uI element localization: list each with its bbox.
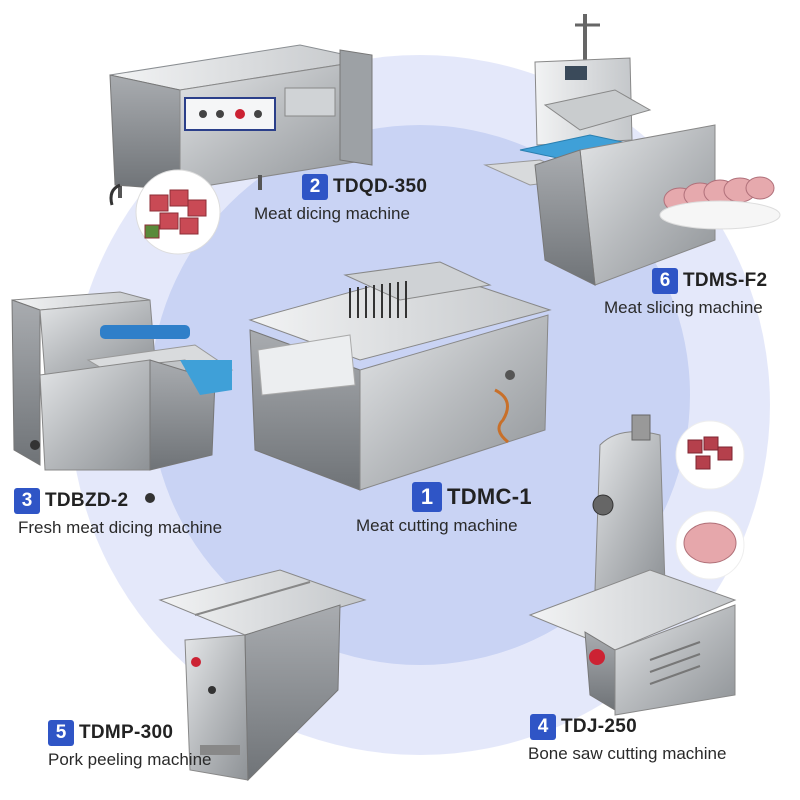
machine-description: Meat cutting machine: [356, 516, 518, 535]
machine-label-5: 5 TDMP-300 Pork peeling machine: [48, 720, 211, 770]
machine-description: Pork peeling machine: [48, 750, 212, 769]
model-code: TDQD-350: [333, 176, 428, 197]
model-code: TDBZD-2: [45, 490, 129, 511]
pork-peeling-machine-image: [158, 569, 367, 782]
badge-number: 3: [14, 488, 40, 514]
meat-slicing-machine-image: [483, 14, 781, 286]
badge-number: 4: [530, 714, 556, 740]
model-code: TDMC-1: [447, 484, 532, 509]
machine-description: Bone saw cutting machine: [528, 744, 727, 763]
machine-description: Fresh meat dicing machine: [18, 518, 223, 537]
fresh-meat-dicing-machine-image: [11, 291, 234, 503]
badge-number: 1: [412, 482, 442, 512]
meat-dicing-machine-image: [109, 44, 373, 255]
machine-label-4: 4 TDJ-250 Bone saw cutting machine: [528, 714, 727, 764]
machine-label-1: 1 TDMC-1 Meat cutting machine: [356, 482, 532, 536]
bone-saw-machine-image: [528, 414, 745, 716]
meat-cutting-machine-image: [248, 261, 552, 491]
machine-label-2: 2 TDQD-350 Meat dicing machine: [254, 174, 428, 224]
badge-number: 6: [652, 268, 678, 294]
model-code: TDMP-300: [79, 722, 174, 743]
model-code: TDJ-250: [561, 716, 638, 737]
machine-label-3: 3 TDBZD-2 Fresh meat dicing machine: [14, 488, 222, 538]
machine-description: Meat dicing machine: [254, 204, 410, 223]
machine-description: Meat slicing machine: [604, 298, 763, 317]
machine-label-6: 6 TDMS-F2 Meat slicing machine: [604, 268, 768, 318]
model-code: TDMS-F2: [683, 270, 768, 291]
badge-number: 5: [48, 720, 74, 746]
badge-number: 2: [302, 174, 328, 200]
